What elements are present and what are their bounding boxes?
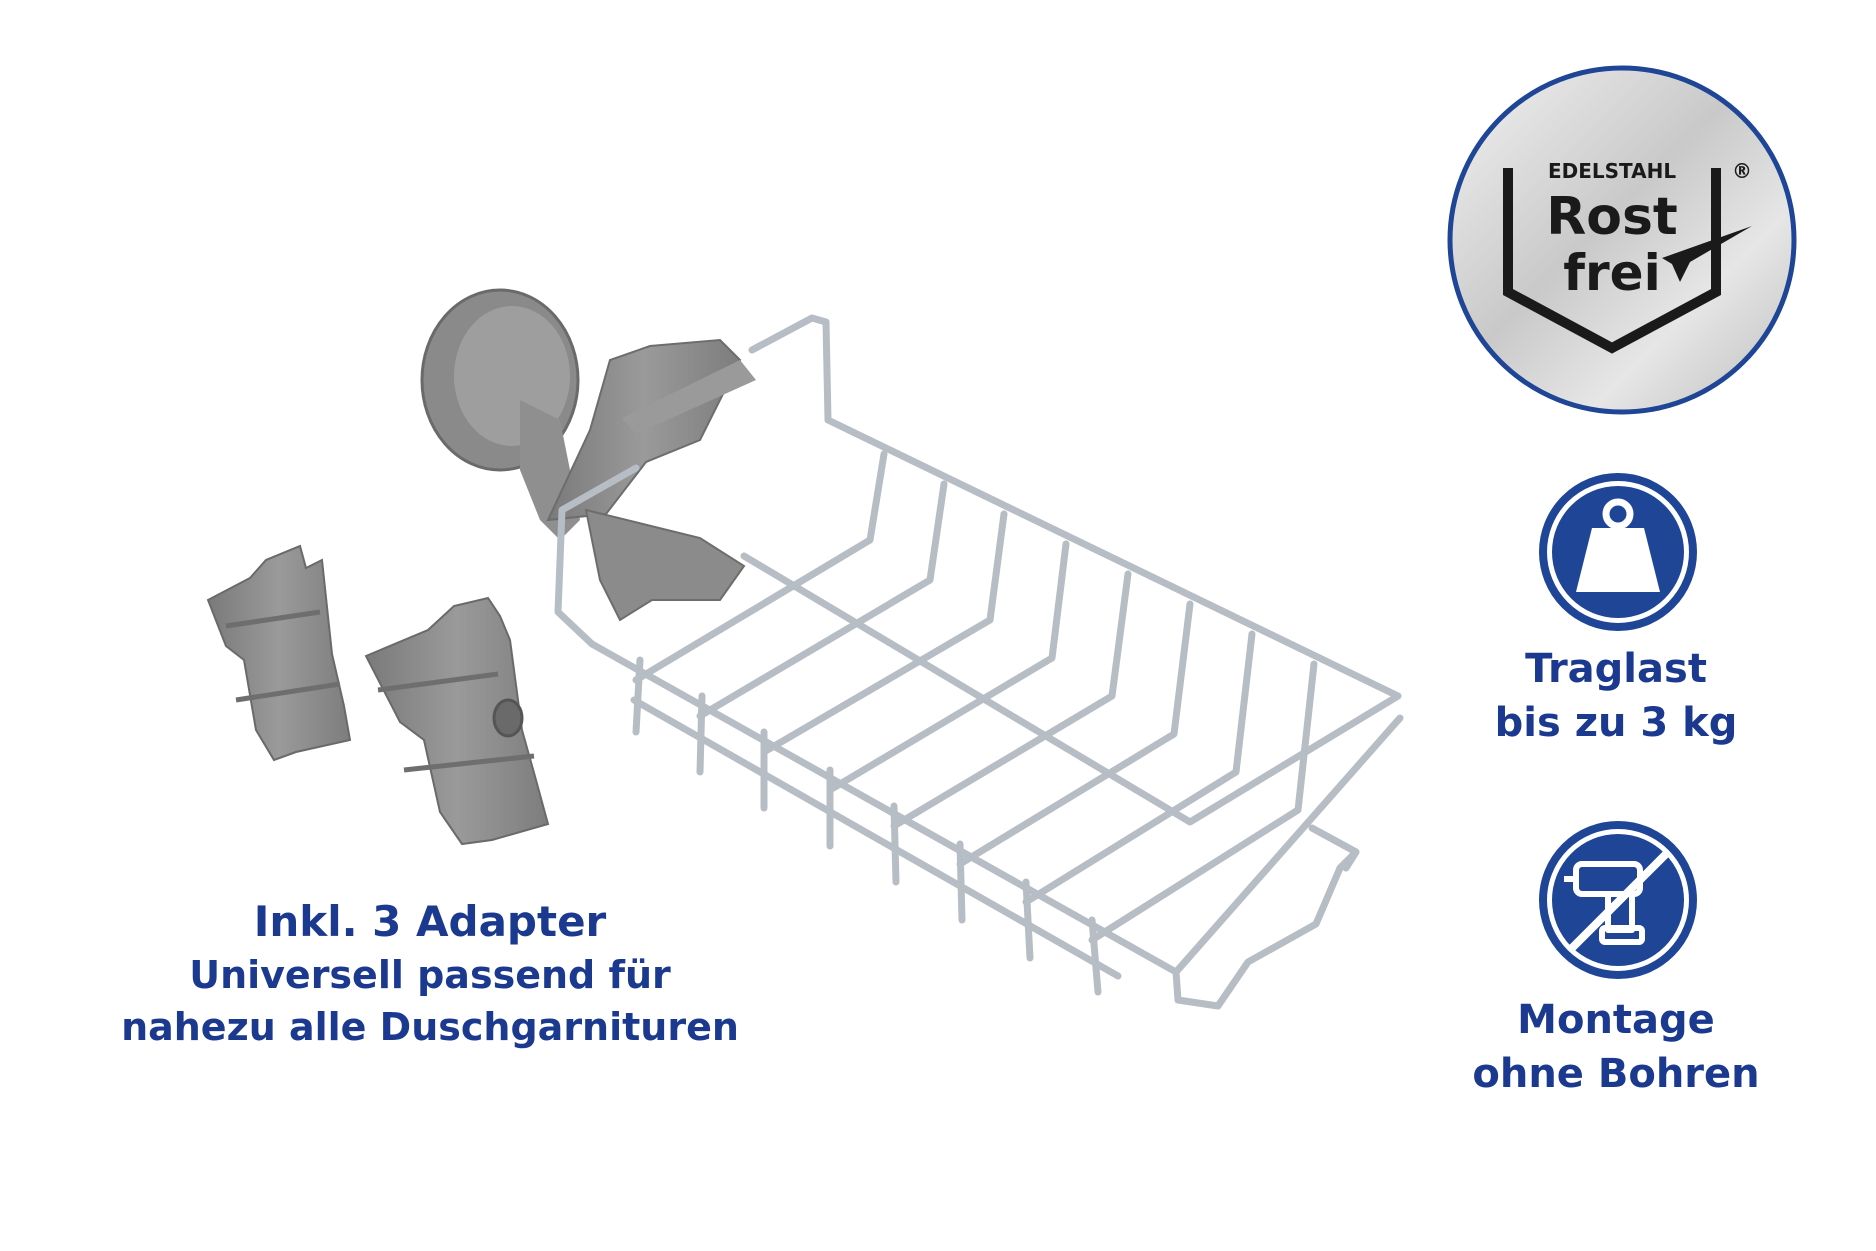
adapter-line2: nahezu alle Duschgarnituren <box>121 1005 739 1049</box>
adapter-pieces <box>206 544 550 846</box>
adapter-line1: Universell passend für <box>189 953 671 997</box>
seal-circle <box>1447 65 1797 415</box>
mounting-line2: ohne Bohren <box>1472 1051 1760 1097</box>
adapter-caption: Inkl. 3 Adapter Universell passend für n… <box>70 895 790 1053</box>
load-caption: Traglast bis zu 3 kg <box>1416 642 1816 750</box>
faucet-clamp <box>420 288 756 622</box>
seal-shield-outline <box>1503 168 1721 354</box>
seal-brand: EDELSTAHL <box>1548 159 1676 183</box>
no-drill-icon <box>1539 821 1697 979</box>
weight-icon <box>1539 473 1697 631</box>
wire-basket <box>554 314 1404 1010</box>
seal-spark-icon <box>1662 226 1752 282</box>
seal-line1: Rost <box>1546 187 1678 247</box>
mounting-caption: Montage ohne Bohren <box>1416 993 1816 1101</box>
stainless-steel-seal: EDELSTAHL ® Rost frei <box>1447 65 1797 415</box>
load-line1: Traglast <box>1525 646 1707 692</box>
mounting-line1: Montage <box>1517 997 1715 1043</box>
adapter-2 <box>364 596 550 846</box>
adapter-title: Inkl. 3 Adapter <box>253 897 607 946</box>
seal-registered: ® <box>1732 159 1752 183</box>
adapter-1 <box>206 544 352 762</box>
seal-line2: frei <box>1563 244 1660 302</box>
load-line2: bis zu 3 kg <box>1494 700 1738 746</box>
